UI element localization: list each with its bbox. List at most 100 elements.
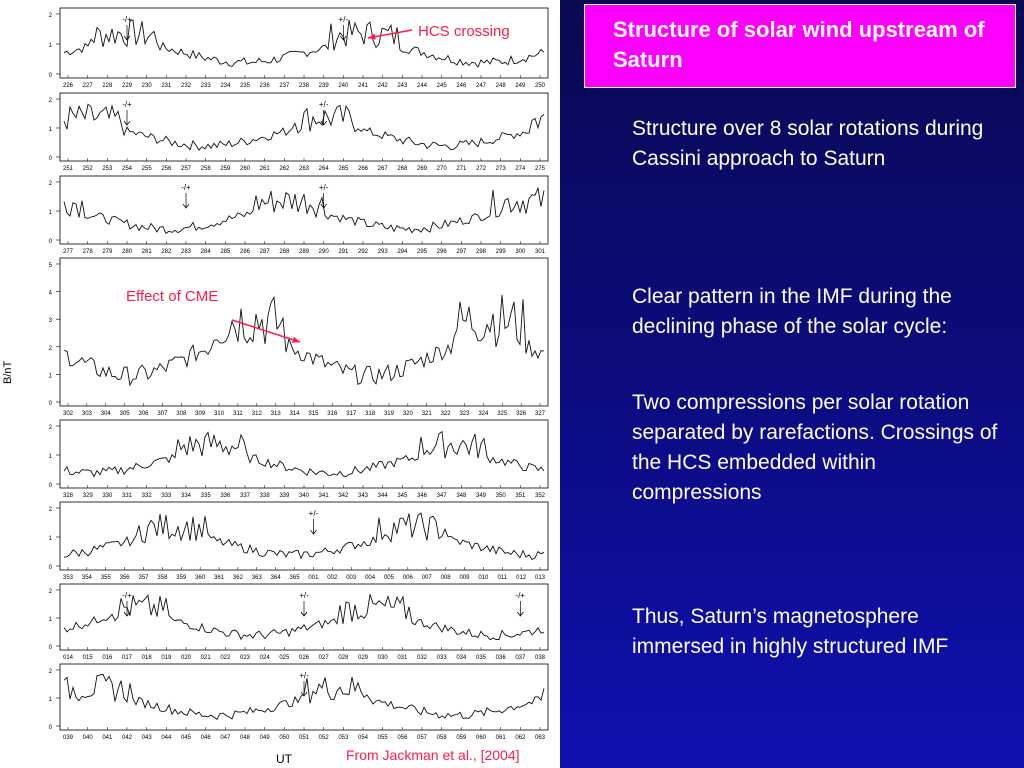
day-label: 237 bbox=[279, 83, 290, 89]
day-label: 235 bbox=[240, 83, 251, 89]
hcs-arrow-head bbox=[517, 611, 524, 617]
day-label: 299 bbox=[496, 249, 507, 255]
hcs-arrow-head bbox=[123, 35, 131, 41]
day-label: 051 bbox=[299, 735, 310, 741]
day-label: 330 bbox=[102, 493, 113, 499]
day-label: 290 bbox=[319, 249, 330, 255]
day-label: 233 bbox=[201, 83, 212, 89]
day-label: 309 bbox=[195, 411, 206, 417]
day-label: 344 bbox=[378, 493, 389, 499]
y-tick-label: 5 bbox=[49, 263, 53, 269]
hcs-marker-label: -/+ bbox=[122, 100, 132, 109]
day-label: 063 bbox=[535, 735, 546, 741]
day-label: 021 bbox=[201, 655, 212, 661]
day-label: 347 bbox=[437, 493, 448, 499]
day-label: 263 bbox=[299, 166, 310, 172]
day-label: 254 bbox=[122, 166, 133, 172]
day-label: 312 bbox=[252, 411, 263, 417]
day-label: 336 bbox=[220, 493, 231, 499]
hcs-marker-label: -/+ bbox=[122, 591, 132, 600]
day-label: 242 bbox=[378, 83, 389, 89]
day-label: 245 bbox=[437, 83, 448, 89]
hcs-marker: +/- bbox=[339, 15, 348, 41]
day-label: 298 bbox=[476, 249, 487, 255]
hcs-marker: +/- bbox=[299, 591, 309, 617]
day-label: 293 bbox=[378, 249, 389, 255]
imf-trace bbox=[63, 594, 545, 641]
hcs-marker: +/- bbox=[319, 183, 329, 209]
imf-trace bbox=[63, 430, 545, 478]
day-label: 313 bbox=[271, 411, 282, 417]
hcs-crossing-arrow-head bbox=[368, 33, 376, 40]
day-label: 006 bbox=[403, 575, 414, 581]
y-tick-label: 2 bbox=[49, 507, 53, 513]
day-label: 007 bbox=[422, 575, 433, 581]
day-label: 255 bbox=[142, 166, 153, 172]
hcs-arrow-head bbox=[123, 611, 131, 617]
day-label: 061 bbox=[496, 735, 507, 741]
day-label: 285 bbox=[220, 249, 231, 255]
hcs-marker: -/+ bbox=[122, 100, 132, 126]
day-label: 226 bbox=[63, 83, 74, 89]
day-label: 024 bbox=[260, 655, 271, 661]
y-tick-label: 0 bbox=[49, 73, 53, 79]
day-label: 266 bbox=[358, 166, 369, 172]
day-label: 288 bbox=[279, 249, 290, 255]
y-tick-label: 0 bbox=[49, 239, 53, 245]
day-label: 291 bbox=[338, 249, 349, 255]
y-tick-label: 1 bbox=[49, 617, 53, 623]
day-label: 012 bbox=[516, 575, 527, 581]
day-label: 300 bbox=[515, 249, 526, 255]
hcs-arrow-head bbox=[182, 203, 190, 209]
day-label: 252 bbox=[83, 166, 94, 172]
y-tick-label: 2 bbox=[49, 181, 53, 187]
panel-frame bbox=[59, 501, 549, 571]
imf-trace bbox=[63, 186, 545, 235]
y-tick-label: 1 bbox=[49, 697, 53, 703]
cme-arrow-head bbox=[292, 336, 300, 343]
y-tick-label: 2 bbox=[49, 346, 53, 352]
day-label: 356 bbox=[120, 575, 131, 581]
day-label: 324 bbox=[478, 411, 489, 417]
day-label: 353 bbox=[63, 575, 74, 581]
bullet-compressions: Two compressions per solar rotation sepa… bbox=[632, 391, 998, 504]
imf-trace bbox=[63, 103, 545, 151]
day-label: 289 bbox=[299, 249, 310, 255]
day-label: 018 bbox=[142, 655, 153, 661]
y-tick-label: 2 bbox=[49, 669, 53, 675]
day-label: 350 bbox=[496, 493, 507, 499]
day-label: 269 bbox=[417, 166, 428, 172]
day-label: 040 bbox=[83, 735, 94, 741]
day-label: 236 bbox=[260, 83, 271, 89]
day-label: 321 bbox=[422, 411, 433, 417]
day-label: 357 bbox=[139, 575, 150, 581]
day-label: 337 bbox=[240, 493, 251, 499]
day-label: 280 bbox=[122, 249, 133, 255]
day-label: 274 bbox=[515, 166, 526, 172]
day-label: 032 bbox=[417, 655, 428, 661]
day-label: 361 bbox=[214, 575, 225, 581]
y-tick-label: 2 bbox=[49, 98, 53, 104]
day-label: 355 bbox=[101, 575, 112, 581]
day-label: 281 bbox=[142, 249, 153, 255]
panel-frame bbox=[59, 175, 549, 245]
bullet-conclusion: Thus, Saturn’s magnetosphere immersed in… bbox=[632, 605, 949, 658]
day-label: 273 bbox=[496, 166, 507, 172]
day-label: 307 bbox=[157, 411, 168, 417]
y-axis-label: B/nT bbox=[2, 360, 14, 384]
y-tick-label: 0 bbox=[49, 156, 53, 162]
day-label: 016 bbox=[102, 655, 113, 661]
day-label: 232 bbox=[181, 83, 192, 89]
day-label: 271 bbox=[456, 166, 467, 172]
day-label: 323 bbox=[459, 411, 470, 417]
day-label: 005 bbox=[384, 575, 395, 581]
day-label: 331 bbox=[122, 493, 133, 499]
y-tick-label: 2 bbox=[49, 13, 53, 19]
day-label: 013 bbox=[535, 575, 546, 581]
day-label: 039 bbox=[63, 735, 74, 741]
day-label: 028 bbox=[338, 655, 349, 661]
